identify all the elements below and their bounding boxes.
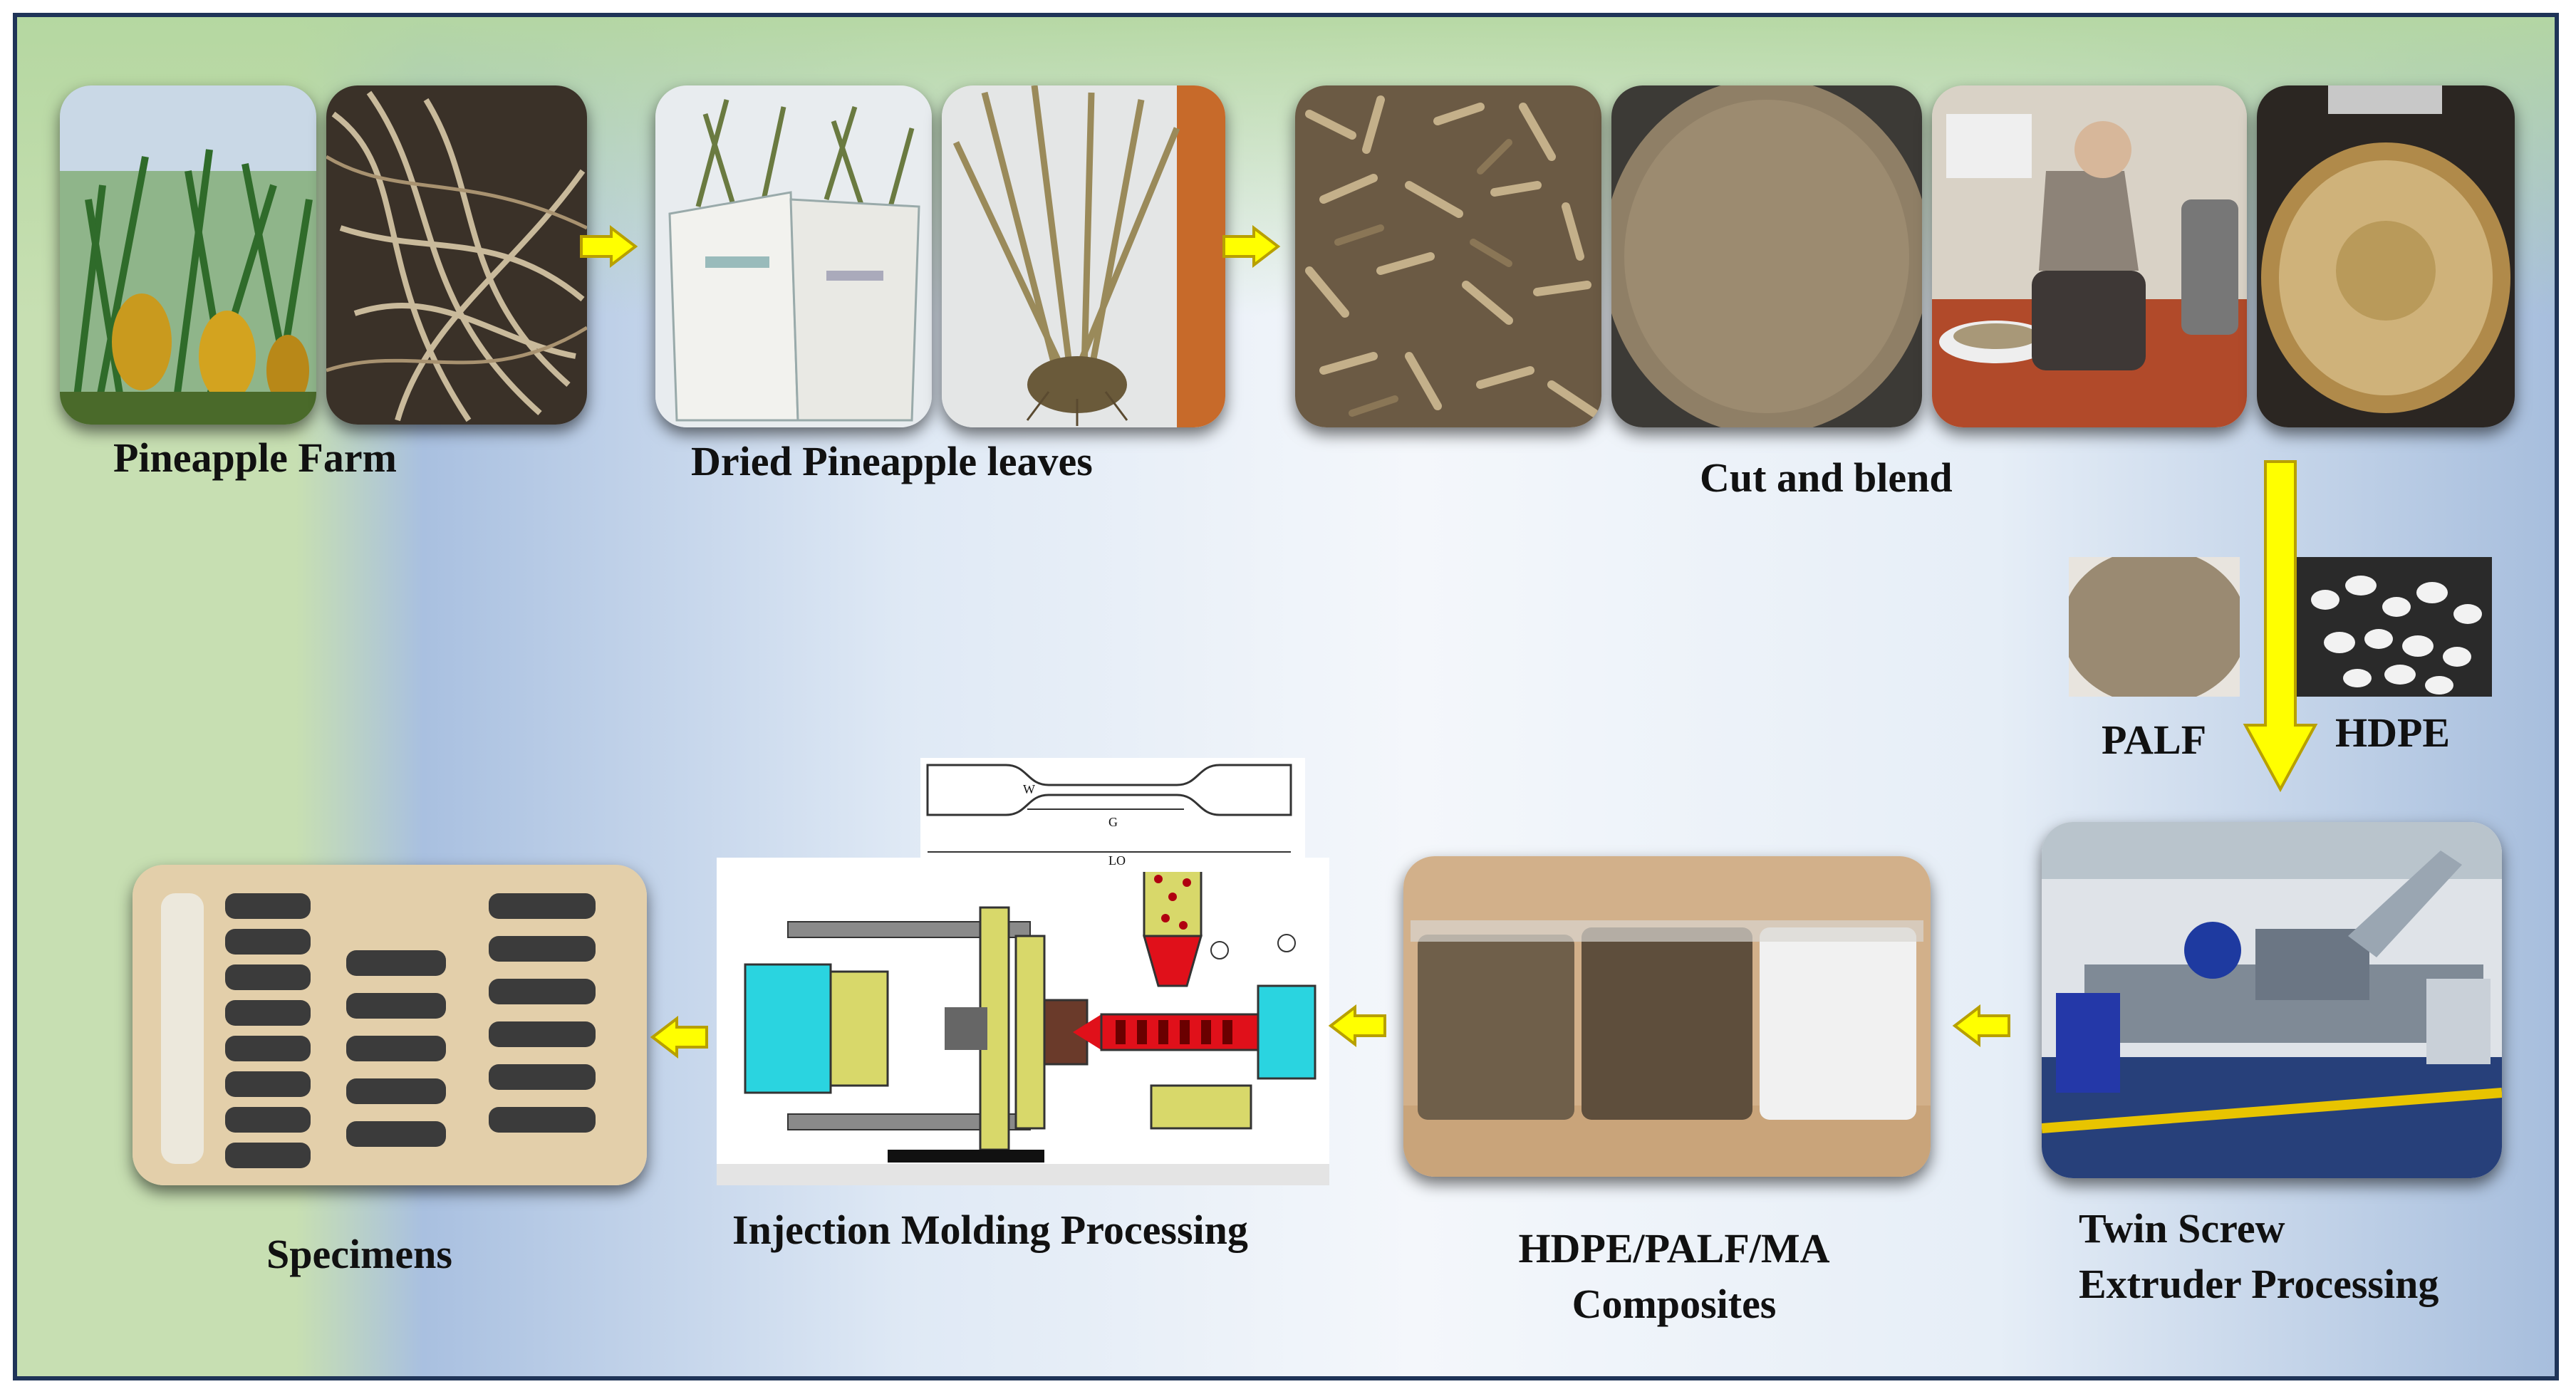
arrow-left-icon (1328, 1004, 1388, 1047)
arrow-left-icon (1952, 1004, 2012, 1047)
palf-label: PALF (2102, 717, 2207, 763)
hdpe-label: HDPE (2335, 709, 2451, 756)
dimension-g-label: G (1108, 815, 1118, 829)
arrow-down-icon (2241, 459, 2320, 794)
hdpe-sample-photo (2297, 557, 2492, 697)
tensile-specimen-dimension-drawing (920, 758, 1305, 872)
injection-molding-label: Injection Molding Processing (732, 1207, 1248, 1253)
injection-molding-diagram (717, 858, 1329, 1185)
arrow-right-icon (578, 225, 638, 268)
arrow-left-icon (650, 1016, 710, 1059)
twin-screw-extruder-photo (2042, 822, 2502, 1178)
dried-leaves-bundle-photo (942, 85, 1225, 427)
composites-label-line2: Composites (1572, 1281, 1777, 1328)
composites-bags-photo (1403, 856, 1931, 1177)
process-diagram: Pineapple Farm Dried Pineapple leaves Cu… (13, 13, 2559, 1380)
specimens-photo (133, 865, 647, 1185)
twin-screw-label: Twin Screw Extruder Processing (2079, 1201, 2439, 1313)
dimension-lo-label: LO (1108, 853, 1126, 868)
twin-screw-label-line1: Twin Screw (2079, 1205, 2285, 1252)
cut-leaves-photo (1295, 85, 1601, 427)
specimens-label: Specimens (266, 1231, 452, 1277)
pineapple-fiber-photo (326, 85, 587, 425)
palf-sample-photo (2069, 557, 2240, 697)
dried-leaves-bags-photo (655, 85, 932, 427)
pineapple-farm-label: Pineapple Farm (113, 435, 397, 481)
arrow-right-icon (1221, 225, 1281, 268)
twin-screw-label-line2: Extruder Processing (2079, 1261, 2439, 1308)
blender-bowl-photo (2257, 85, 2515, 427)
pineapple-farm-photo (60, 85, 316, 425)
dried-leaves-label: Dried Pineapple leaves (691, 438, 1093, 484)
blender-photo (1932, 85, 2247, 427)
dimension-w-label: W (1023, 782, 1035, 796)
composites-label: HDPE/PALF/MA Composites (1489, 1221, 1859, 1333)
composites-label-line1: HDPE/PALF/MA (1518, 1225, 1830, 1271)
blended-powder-photo (1611, 85, 1922, 427)
cut-blend-label: Cut and blend (1700, 454, 1953, 501)
